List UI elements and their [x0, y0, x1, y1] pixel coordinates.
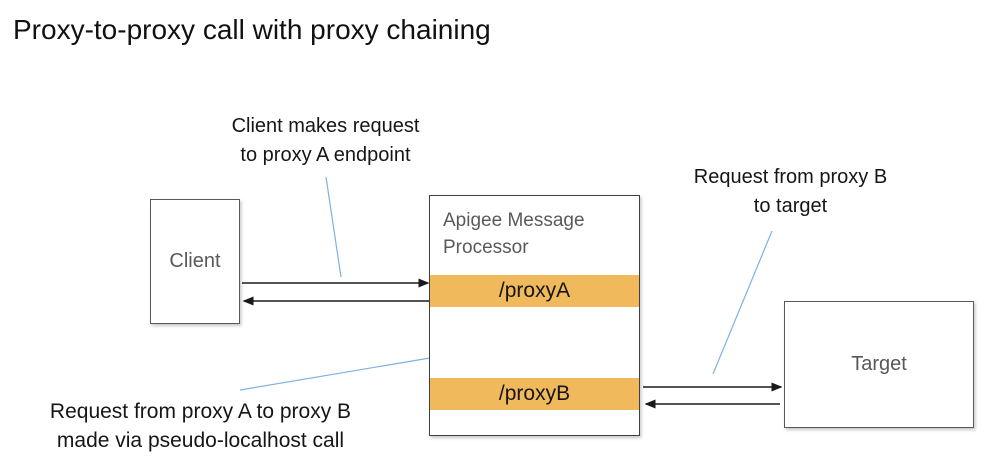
- annotation-client-request: Client makes request to proxy A endpoint: [178, 112, 473, 170]
- proxy-a-bar: /proxyA: [430, 275, 639, 307]
- annotation-line: Request from proxy A to proxy B: [49, 400, 352, 423]
- connector-line-proxy-b-to-target: [712, 230, 773, 375]
- target-node-label: Target: [851, 353, 907, 375]
- annotation-proxy-a-to-proxy-b: Request from proxy A to proxy B made via…: [8, 397, 393, 455]
- client-node: Client: [150, 199, 240, 324]
- annotation-line: Client makes request: [231, 115, 420, 137]
- diagram-title: Proxy-to-proxy call with proxy chaining: [13, 14, 491, 45]
- target-node: Target: [784, 301, 974, 428]
- connector-line-client-request: [325, 176, 342, 278]
- annotation-line: to proxy A endpoint: [240, 144, 411, 166]
- client-node-label: Client: [169, 250, 221, 272]
- annotation-line: Request from proxy B: [693, 166, 888, 188]
- annotation-line: made via pseudo-localhost call: [56, 429, 345, 452]
- message-processor-node: Apigee Message Processor /proxyA /proxyB: [429, 195, 640, 436]
- annotation-proxy-b-to-target: Request from proxy B to target: [648, 163, 933, 221]
- annotation-line: to target: [753, 195, 828, 217]
- proxy-b-bar: /proxyB: [430, 378, 639, 410]
- message-processor-label: Apigee Message Processor: [443, 210, 585, 258]
